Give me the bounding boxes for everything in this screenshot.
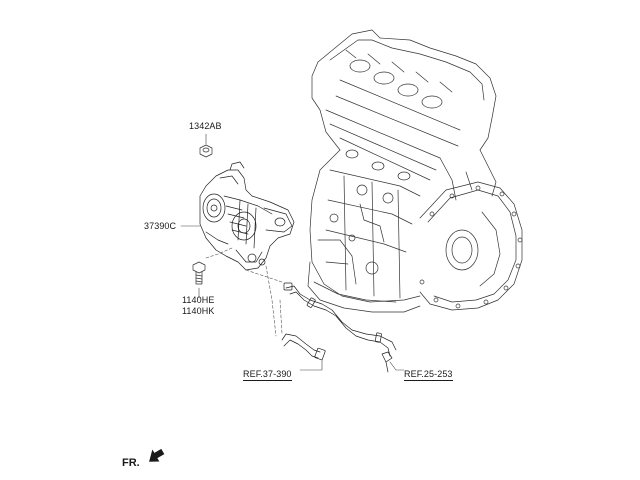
reference-dashed-lines [205,247,283,337]
reference-label-left: REF.37-390 [243,369,292,381]
part-label-alternator: 37390C [144,221,177,231]
front-arrow-icon [149,448,165,462]
part-label-bolt-a: 1140HE [182,295,215,305]
part-label-bolt-b: 1140HK [182,306,215,316]
alternator [199,161,295,271]
part-label-nut: 1342AB [189,121,222,131]
water-hose-right [283,282,397,373]
nut-1342ab [199,144,213,158]
reference-label-right: REF.25-253 [404,369,453,381]
oil-pan [307,261,421,313]
water-hose-left [281,333,326,361]
engine-block [309,29,497,303]
front-direction-label: FR. [122,457,140,469]
bell-housing [419,181,523,311]
leader-lines [180,133,405,371]
bolt-1140 [192,261,206,285]
